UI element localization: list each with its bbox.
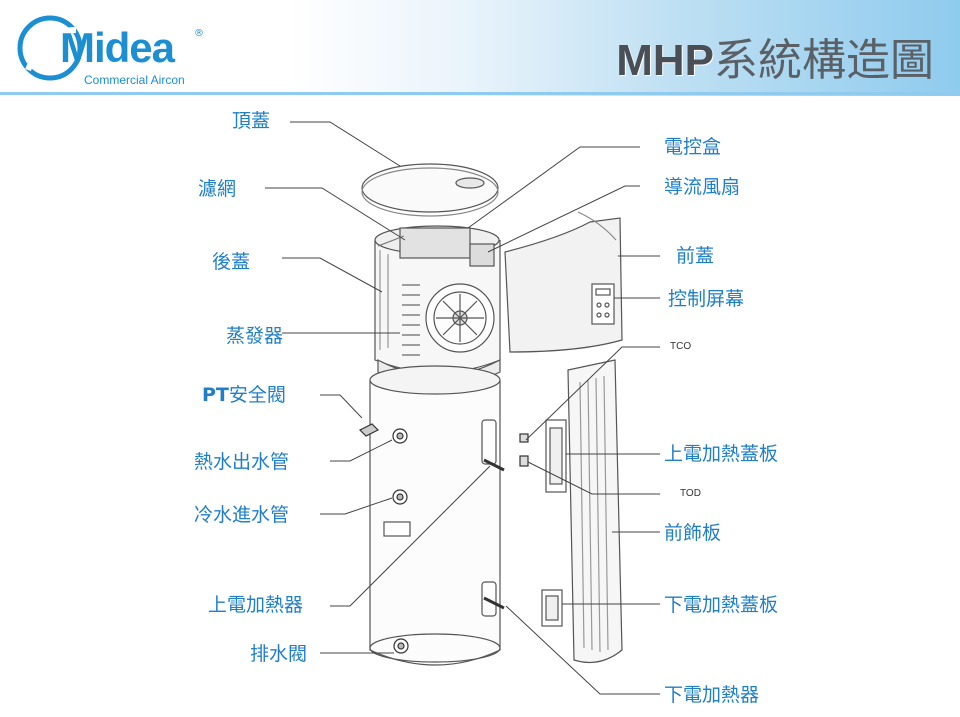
- label-front-cover: 前蓋: [676, 245, 715, 267]
- label-pt-rest: 安全閥: [228, 384, 286, 406]
- label-evaporator: 蒸發器: [226, 325, 284, 347]
- label-pt-bold: PT: [202, 384, 229, 406]
- label-fan: 導流風扇: [664, 176, 741, 198]
- front-cover-part: [504, 211, 623, 353]
- label-front-panel: 前飾板: [664, 522, 722, 544]
- label-hot-water-out: 熱水出水管: [194, 451, 290, 473]
- header-banner: [0, 0, 960, 96]
- label-top-cover: 頂蓋: [232, 110, 271, 132]
- logo-swoosh-icon: [17, 15, 83, 81]
- front-panel-part: [541, 359, 623, 663]
- label-upper-heater-cover: 上電加熱蓋板: [664, 443, 779, 465]
- label-pt-valve: PT安全閥: [202, 384, 286, 406]
- label-control-box: 電控盒: [664, 136, 722, 158]
- logo-text: Midea: [60, 24, 175, 71]
- fittings-part: [358, 423, 529, 654]
- label-lower-heater-cover: 下電加熱蓋板: [664, 594, 779, 616]
- label-lower-heater: 下電加熱器: [664, 684, 760, 706]
- title-bold: MHP: [616, 36, 714, 85]
- label-rear-cover: 後蓋: [212, 251, 251, 273]
- top-cover-part: [361, 163, 499, 217]
- logo-subtitle: Commercial Aircon: [84, 73, 185, 87]
- header-divider: [0, 92, 960, 95]
- page-title: MHP系統構造圖: [616, 24, 934, 88]
- midea-logo: Midea ® Commercial Aircon: [14, 10, 214, 90]
- water-tank-part: [369, 365, 501, 666]
- label-control-screen: 控制屏幕: [668, 288, 745, 310]
- label-cold-water-in: 冷水進水管: [194, 504, 290, 526]
- upper-unit-part: [374, 225, 501, 388]
- label-tco: TCO: [670, 341, 692, 352]
- label-drain-valve: 排水閥: [250, 643, 308, 665]
- label-upper-heater: 上電加熱器: [208, 594, 304, 616]
- label-filter: 濾網: [198, 178, 237, 200]
- title-rest: 系統構造圖: [714, 35, 934, 86]
- leader-lines: [265, 121, 660, 695]
- label-tod: TOD: [680, 488, 701, 499]
- logo-registered-mark: ®: [194, 28, 204, 39]
